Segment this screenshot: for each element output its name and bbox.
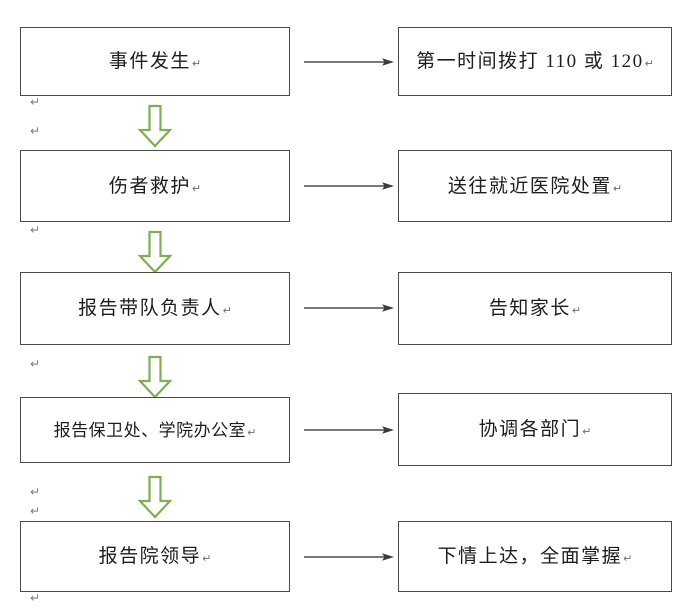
outcome-label-2: 送往就近医院处置↵ (447, 175, 623, 197)
connector-down-arrow-4 (138, 475, 172, 519)
connector-right-arrow-5 (303, 549, 395, 565)
connector-down-arrow-2 (138, 230, 172, 274)
connector-right-arrow-4 (303, 422, 395, 438)
process-label-step-4: 报告保卫处、学院办公室↵ (53, 420, 257, 440)
paragraph-mark-icon: ↵ (222, 305, 232, 317)
connector-down-arrow-1 (138, 104, 172, 148)
connector-right-arrow-3 (303, 300, 395, 316)
outcome-box-1[interactable]: 第一时间拨打 110 或 120↵ (398, 27, 672, 96)
process-box-step-2[interactable]: 伤者救护↵ (20, 150, 290, 222)
outcome-box-2[interactable]: 送往就近医院处置↵ (398, 150, 672, 222)
paragraph-mark-3: ↵ (30, 357, 41, 371)
process-label-step-5: 报告院领导↵ (98, 546, 212, 567)
paragraph-mark-4: ↵ (30, 485, 41, 499)
process-box-step-3[interactable]: 报告带队负责人↵ (20, 272, 290, 345)
connector-down-arrow-3 (138, 355, 172, 399)
paragraph-mark-5: ↵ (30, 504, 41, 518)
process-label-step-2: 伤者救护↵ (108, 175, 202, 197)
process-label-step-3: 报告带队负责人↵ (78, 298, 232, 319)
connector-right-arrow-2 (303, 178, 395, 194)
process-box-step-4[interactable]: 报告保卫处、学院办公室↵ (20, 397, 290, 463)
process-label-step-1: 事件发生↵ (108, 51, 202, 72)
paragraph-mark-icon: ↵ (202, 553, 212, 565)
paragraph-mark-icon: ↵ (191, 182, 202, 195)
paragraph-mark-icon: ↵ (644, 58, 654, 70)
paragraph-mark-icon: ↵ (191, 58, 202, 70)
outcome-label-3: 告知家长↵ (488, 298, 582, 319)
outcome-label-5: 下情上达，全面掌握↵ (437, 546, 633, 567)
connector-right-arrow-1 (303, 54, 395, 70)
paragraph-mark-1: ↵ (30, 124, 41, 138)
process-box-step-1[interactable]: 事件发生↵ (20, 27, 290, 96)
paragraph-mark-icon: ↵ (247, 426, 257, 439)
outcome-box-5[interactable]: 下情上达，全面掌握↵ (398, 521, 672, 592)
paragraph-mark-icon: ↵ (571, 305, 582, 317)
paragraph-mark-2: ↵ (30, 223, 41, 237)
paragraph-mark-icon: ↵ (623, 553, 633, 565)
outcome-label-4: 协调各部门↵ (478, 419, 592, 440)
outcome-label-1: 第一时间拨打 110 或 120↵ (416, 51, 654, 72)
paragraph-mark-7: ↵ (30, 95, 41, 109)
paragraph-mark-6: ↵ (30, 591, 41, 605)
paragraph-mark-icon: ↵ (582, 426, 592, 438)
process-box-step-5[interactable]: 报告院领导↵ (20, 521, 290, 592)
paragraph-mark-icon: ↵ (612, 182, 623, 195)
outcome-box-4[interactable]: 协调各部门↵ (398, 393, 672, 466)
outcome-box-3[interactable]: 告知家长↵ (398, 272, 672, 345)
